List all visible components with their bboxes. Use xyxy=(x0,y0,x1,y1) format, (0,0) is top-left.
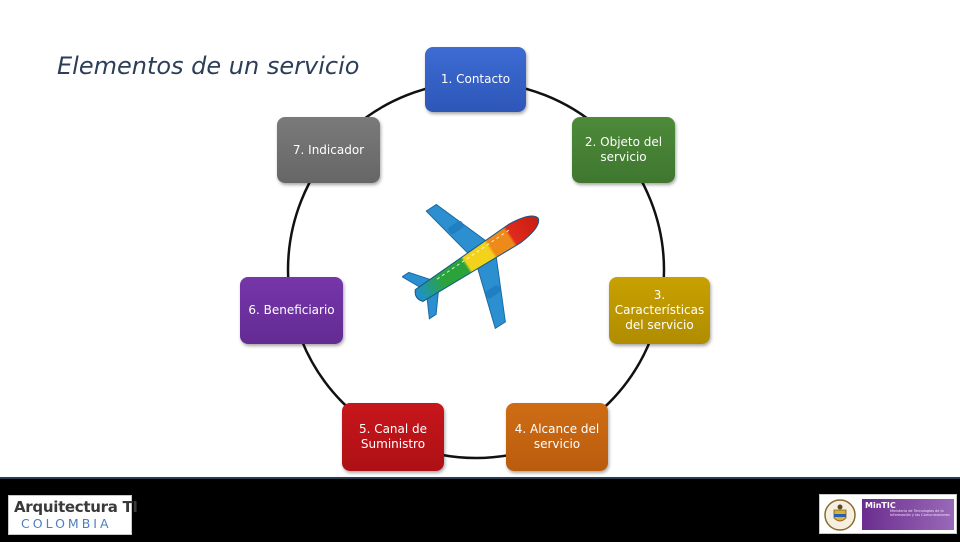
colombia-seal-icon xyxy=(824,499,856,531)
node-indicador: 7. Indicador xyxy=(277,117,380,183)
node-objeto-del-servicio: 2. Objeto del servicio xyxy=(572,117,675,183)
node-beneficiario: 6. Beneficiario xyxy=(240,277,343,344)
slide-title: Elementos de un servicio xyxy=(57,52,360,80)
mintic-subtitle: Ministerio de Tecnologías de la Informac… xyxy=(890,509,950,517)
footer-band xyxy=(0,477,960,542)
node-contacto: 1. Contacto xyxy=(425,47,526,112)
logo-line-2: COLOMBIA xyxy=(21,516,112,531)
airplane-icon xyxy=(402,203,540,330)
node-caracteristicas-del-servicio: 3. Características del servicio xyxy=(609,277,710,344)
mintic-logo: MinTIC Ministerio de Tecnologías de la I… xyxy=(819,494,957,534)
logo-line-1: Arquitectura TI xyxy=(14,498,138,516)
arquitectura-ti-logo: Arquitectura TI COLOMBIA xyxy=(8,495,138,535)
mintic-brand: MinTIC xyxy=(865,501,896,510)
node-alcance-del-servicio: 4. Alcance del servicio xyxy=(506,403,608,471)
node-canal-de-suministro: 5. Canal de Suministro xyxy=(342,403,444,471)
mintic-banner: MinTIC Ministerio de Tecnologías de la I… xyxy=(862,499,954,530)
